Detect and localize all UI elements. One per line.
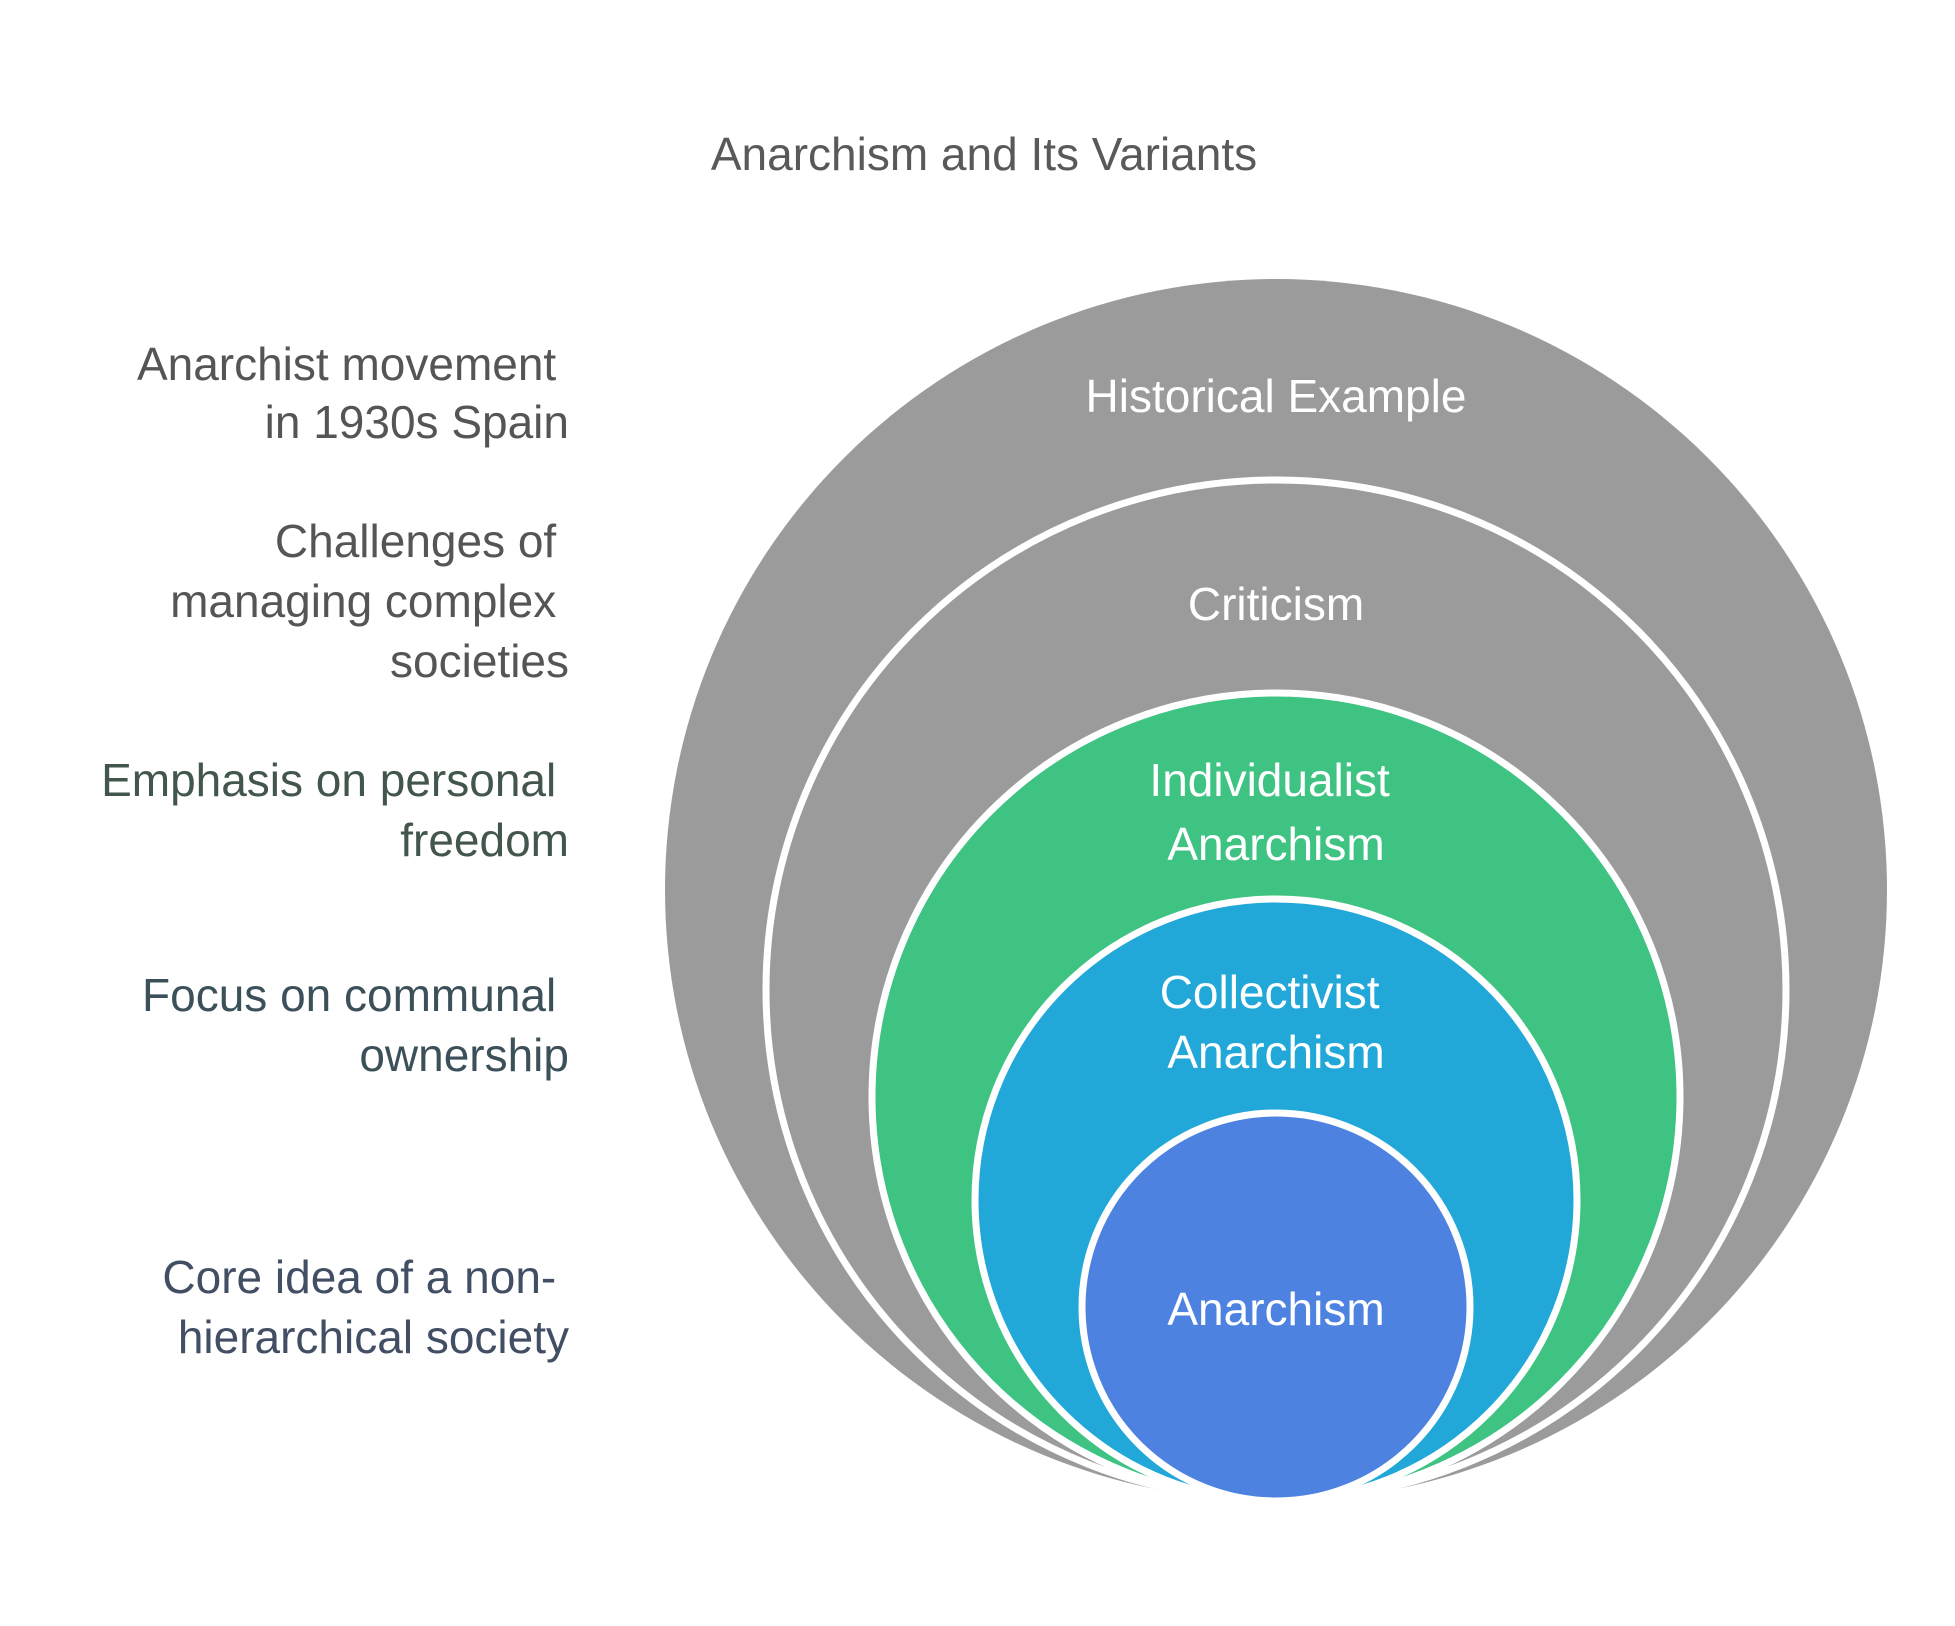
side-note-line: Focus on communal [142, 969, 556, 1021]
side-note-line: societies [390, 635, 569, 687]
side-note-line: hierarchical society [178, 1311, 569, 1363]
side-note-line: freedom [400, 814, 569, 866]
side-note-collectivist-anarchism: Focus on communal ownership [142, 969, 569, 1081]
ring-label-criticism: Criticism [1188, 578, 1364, 630]
side-note-line: in 1930s Spain [265, 396, 569, 448]
ring-label-line: Anarchism [1167, 1026, 1384, 1078]
ring-label-line: Individualist [1149, 754, 1390, 806]
side-note-criticism: Challenges of managing complex societies [170, 515, 569, 687]
ring-label-historical-example: Historical Example [1086, 370, 1467, 422]
side-note-anarchism-core: Core idea of a non- hierarchical society [162, 1251, 569, 1363]
side-note-line: Anarchist movement [137, 338, 556, 390]
ring-label-line: Collectivist [1160, 966, 1380, 1018]
ring-label-line: Anarchism [1167, 818, 1384, 870]
ring-label-line: Anarchism [1167, 1283, 1384, 1335]
ring-label-individualist-anarchism: Individualist Anarchism [1149, 754, 1402, 870]
ring-label-anarchism-core: Anarchism [1167, 1283, 1384, 1335]
side-note-individualist-anarchism: Emphasis on personal freedom [101, 754, 569, 866]
ring-anarchism-core [1078, 1109, 1474, 1505]
side-note-historical-example: Anarchist movement in 1930s Spain [137, 338, 569, 448]
ring-label-line: Historical Example [1086, 370, 1467, 422]
side-note-line: managing complex [170, 575, 556, 627]
side-note-line: Emphasis on personal [101, 754, 556, 806]
ring-label-line: Criticism [1188, 578, 1364, 630]
page-title: Anarchism and Its Variants [711, 128, 1257, 180]
side-note-line: ownership [359, 1029, 569, 1081]
side-note-line: Challenges of [275, 515, 557, 567]
ring-label-collectivist-anarchism: Collectivist Anarchism [1160, 966, 1393, 1078]
side-note-line: Core idea of a non- [162, 1251, 556, 1303]
